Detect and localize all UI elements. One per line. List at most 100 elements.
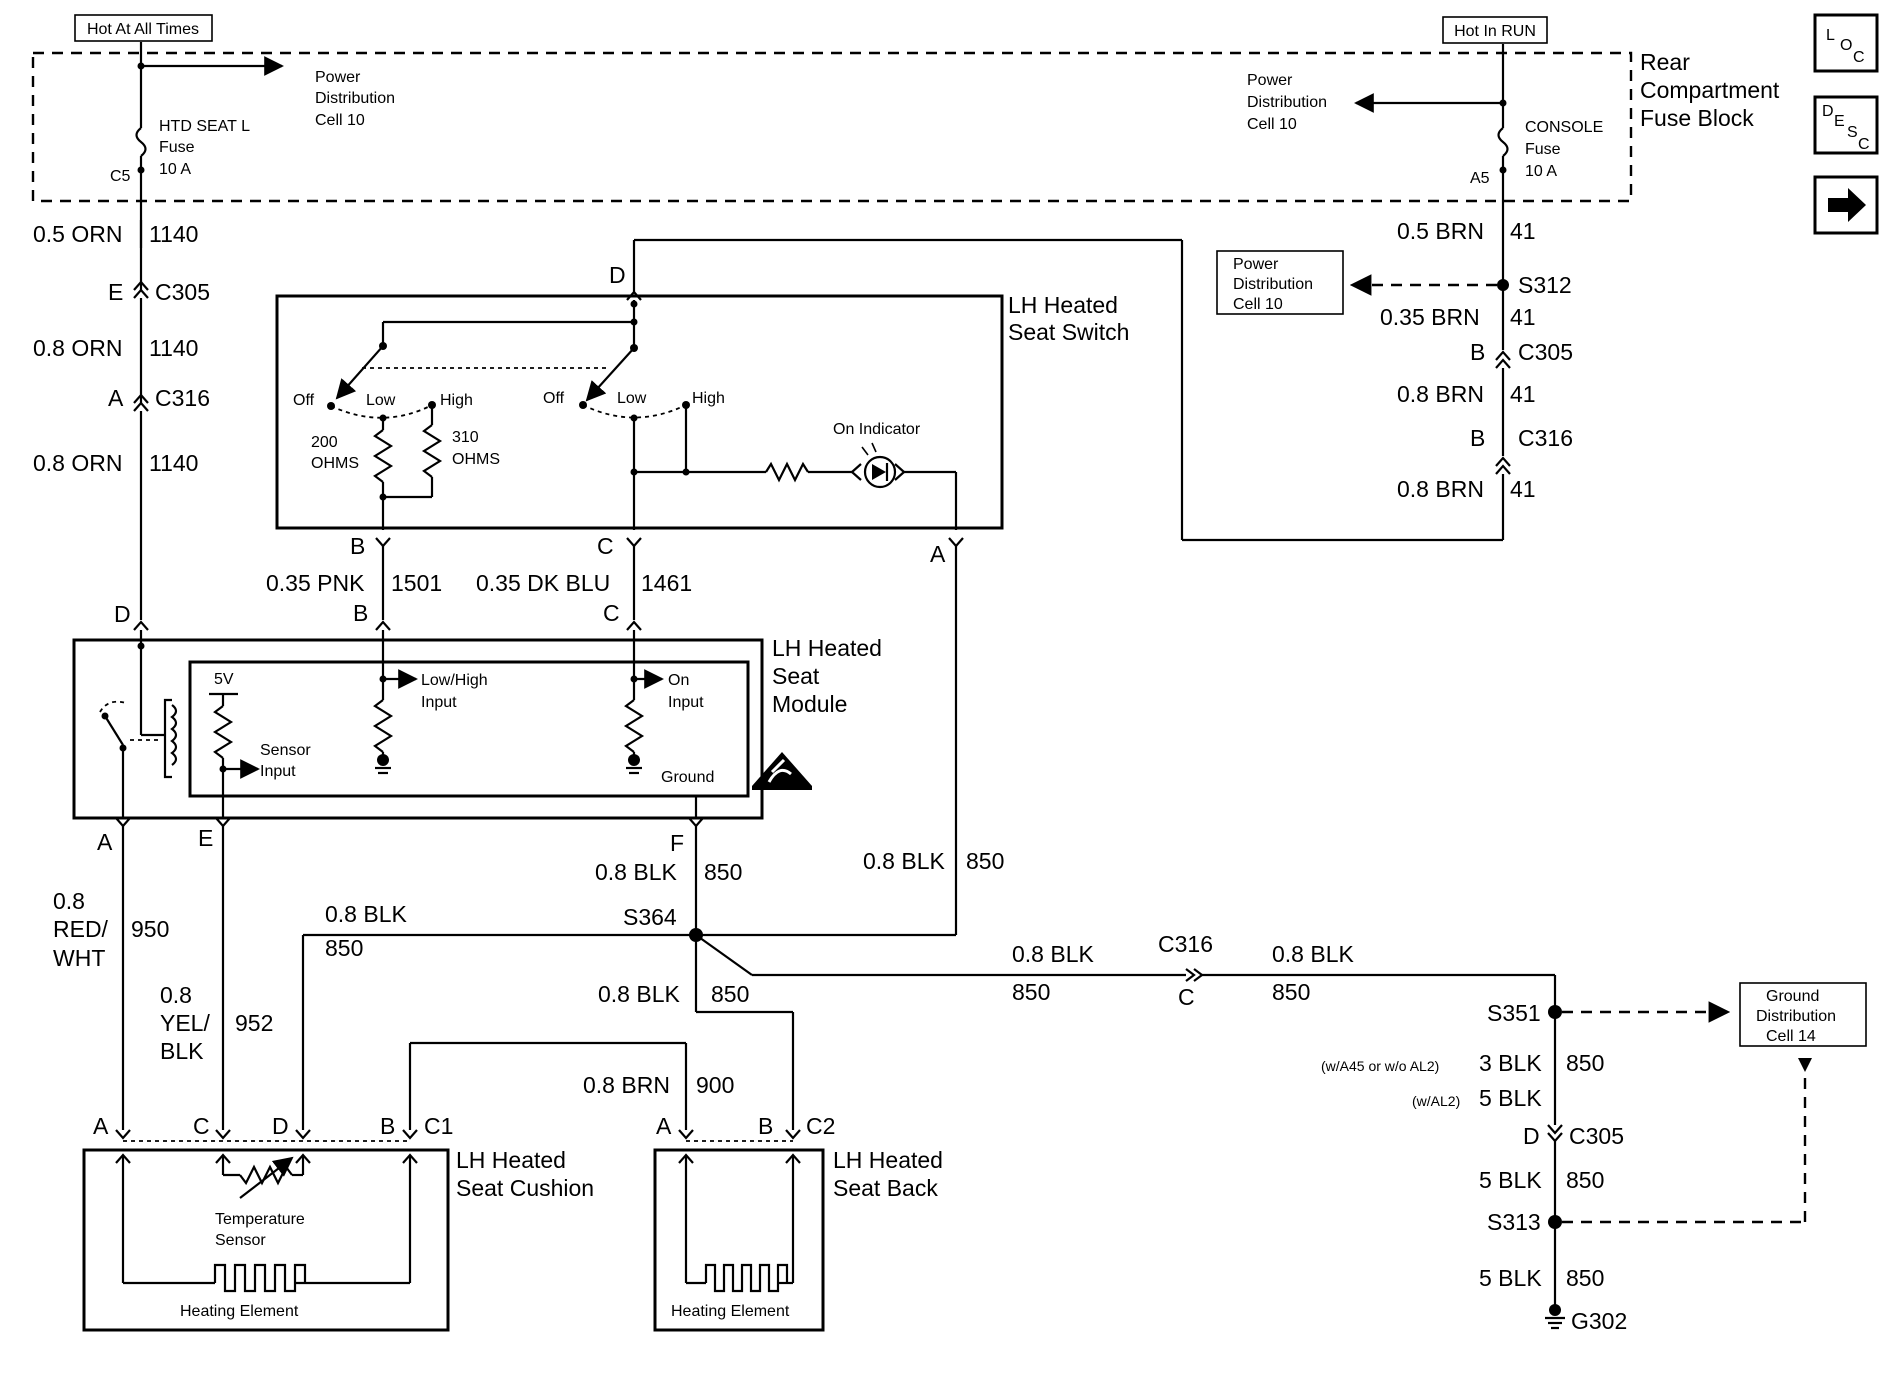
seat-back xyxy=(653,1129,825,1332)
wire-850-f-size: 0.8 BLK xyxy=(595,859,677,885)
wire-41-a-size: 0.5 BRN xyxy=(1397,218,1484,244)
left-fuse-name: HTD SEAT L xyxy=(159,118,250,135)
seat-switch: D xyxy=(275,262,1004,548)
wire-850-ground1-size: 0.8 BLK xyxy=(1012,941,1094,967)
fuse-block-title: Rear Compartment Fuse Block xyxy=(1640,49,1786,131)
right-fuse-rating: 10 A xyxy=(1525,163,1557,180)
switch-pin-b: B xyxy=(350,533,365,559)
wire-41-c-number: 41 xyxy=(1510,381,1536,407)
fuse-block-outline xyxy=(31,51,1633,203)
module-title: LH Heated Seat Module xyxy=(772,635,888,717)
wire-950-number: 950 xyxy=(131,916,169,942)
svg-text:Power Distribution: Power Distribution Cell 10 xyxy=(1233,256,1317,313)
description-button[interactable]: D E S C xyxy=(1813,95,1879,155)
wire-850-switch-size: 0.8 BLK xyxy=(863,848,945,874)
wire-850-g-b-number: 850 xyxy=(1566,1265,1604,1291)
switch-low-1: Low xyxy=(366,392,396,409)
wire-950-size: 0.8 RED/ WHT xyxy=(53,888,114,971)
wire-850-opt1-size: 3 BLK xyxy=(1479,1050,1542,1076)
left-fuse-rating: 10 A xyxy=(159,161,191,178)
resistor-310-label: 310 OHMS xyxy=(452,429,500,468)
svg-text:L: L xyxy=(1826,27,1835,44)
wire-850-opt1-note: (w/A45 or w/o AL2) xyxy=(1321,1058,1439,1074)
svg-text:C: C xyxy=(1858,136,1870,153)
module-ground-label: Ground xyxy=(661,769,714,786)
power-distribution-box: Power Distribution Cell 10 xyxy=(1216,250,1344,315)
back-heating-element-label: Heating Element xyxy=(671,1303,790,1320)
module-pin-a: A xyxy=(97,829,113,855)
switch-off-1: Off xyxy=(293,392,315,409)
cushion-pin-b: B xyxy=(380,1113,395,1139)
c316-left-name: C316 xyxy=(155,385,210,411)
wire-952-size: 0.8 YEL/ BLK xyxy=(160,982,216,1064)
c305-ground-name: C305 xyxy=(1569,1123,1624,1149)
c316-left-pin: A xyxy=(108,385,124,411)
right-fuse-cavity: A5 xyxy=(1470,170,1490,187)
right-fuse-type: Fuse xyxy=(1525,141,1561,158)
c305-ground-pin: D xyxy=(1523,1123,1540,1149)
wire-41-b-number: 41 xyxy=(1510,304,1536,330)
wire-850-g-b-size: 5 BLK xyxy=(1479,1265,1542,1291)
svg-text:E: E xyxy=(1834,113,1845,130)
wire-850-opt2-size: 5 BLK xyxy=(1479,1085,1542,1111)
hot-at-all-times-label: Hot At All Times xyxy=(74,14,213,42)
splice-s313: S313 xyxy=(1487,1209,1541,1235)
back-pin-b: B xyxy=(758,1113,773,1139)
wire-1140-b-number: 1140 xyxy=(149,335,198,361)
left-power-distribution: Power Distribution Cell 10 xyxy=(315,69,399,129)
wire-41-c-size: 0.8 BRN xyxy=(1397,381,1484,407)
svg-text:O: O xyxy=(1840,37,1852,54)
switch-module-wires xyxy=(375,546,642,631)
right-fuse-name: CONSOLE xyxy=(1525,119,1603,136)
ground-circuit xyxy=(1545,975,1867,1330)
location-button[interactable]: L O C xyxy=(1813,13,1879,73)
module-pin-d: D xyxy=(114,601,131,627)
wire-41-d-number: 41 xyxy=(1510,476,1536,502)
wire-850-g-a-number: 850 xyxy=(1566,1167,1604,1193)
module-pin-e: E xyxy=(198,825,213,851)
wire-850-ground2-number: 850 xyxy=(1272,979,1310,1005)
switch-off-2: Off xyxy=(543,390,565,407)
svg-text:C: C xyxy=(1853,49,1865,66)
switch-pin-d: D xyxy=(609,262,626,288)
c305-right-pin: B xyxy=(1470,339,1485,365)
cushion-heating-element-label: Heating Element xyxy=(180,1303,299,1320)
c316-ground-pin: C xyxy=(1178,984,1195,1010)
switch-title: LH Heated Seat Switch xyxy=(1008,292,1129,345)
wire-850-ground2-size: 0.8 BLK xyxy=(1272,941,1354,967)
svg-text:S: S xyxy=(1847,124,1858,141)
cushion-connector: C1 xyxy=(424,1113,453,1139)
wire-850-opt1-number: 850 xyxy=(1566,1050,1604,1076)
back-connector: C2 xyxy=(806,1113,835,1139)
arrow-right-icon xyxy=(1828,188,1866,222)
right-power-distribution: Power Distribution Cell 10 xyxy=(1247,72,1331,133)
wire-952-number: 952 xyxy=(235,1010,273,1036)
right-fuse-circuit xyxy=(632,44,1511,542)
splice-s312: S312 xyxy=(1518,272,1572,298)
switch-high-2: High xyxy=(692,390,725,407)
switch-high-1: High xyxy=(440,392,473,409)
c305-left-pin: E xyxy=(108,279,123,305)
c305-left-name: C305 xyxy=(155,279,210,305)
wire-850-opt2-note: (w/AL2) xyxy=(1412,1093,1460,1109)
on-indicator-label: On Indicator xyxy=(833,421,921,438)
wire-41-b-size: 0.35 BRN xyxy=(1380,304,1480,330)
ground-g302: G302 xyxy=(1571,1308,1627,1334)
wire-41-d-size: 0.8 BRN xyxy=(1397,476,1484,502)
left-fuse-cavity: C5 xyxy=(110,168,131,185)
wire-1501-number: 1501 xyxy=(391,570,442,596)
wire-41-a-number: 41 xyxy=(1510,218,1536,244)
wire-1140-a-size: 0.5 ORN xyxy=(33,221,122,247)
c316-right-name: C316 xyxy=(1518,425,1573,451)
svg-text:Hot In RUN: Hot In RUN xyxy=(1454,23,1536,40)
wire-900-size: 0.8 BRN xyxy=(583,1072,670,1098)
svg-text:Hot At All Times: Hot At All Times xyxy=(87,21,199,38)
cushion-pin-c: C xyxy=(193,1113,210,1139)
switch-low-2: Low xyxy=(617,390,647,407)
cushion-pin-a: A xyxy=(93,1113,109,1139)
c316-right-pin: B xyxy=(1470,425,1485,451)
next-page-button[interactable] xyxy=(1813,175,1879,235)
seat-cushion xyxy=(82,1129,450,1332)
ground-distribution-box: Ground Distribution Cell 14 xyxy=(1756,988,1840,1045)
